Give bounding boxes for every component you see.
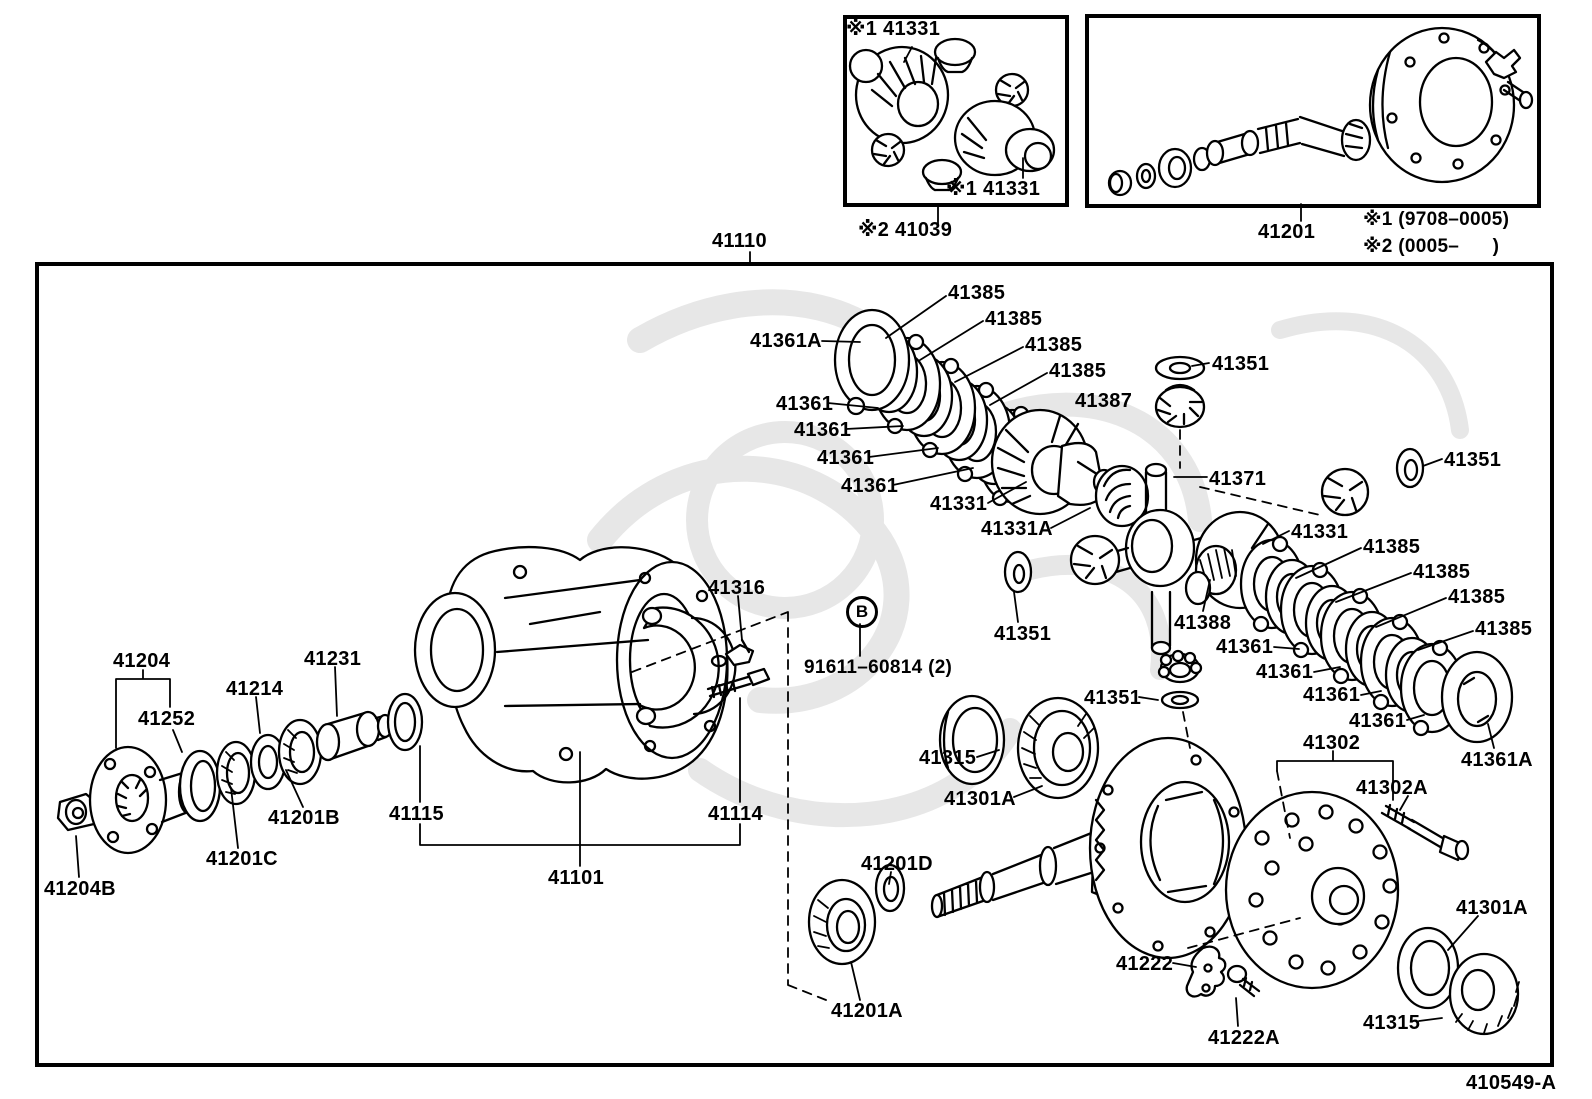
callout-41316: 41316: [708, 577, 766, 599]
callout-41110-main-assembly: 41110: [712, 230, 767, 252]
callout-41331A: 41331A: [981, 518, 1053, 540]
callout-41385: 41385: [948, 282, 1006, 304]
callout-41385: 41385: [1448, 586, 1506, 608]
inset1-label-bottom: ※1 41331: [946, 178, 1041, 200]
applicability-note-1: ※1 (9708–0005): [1363, 209, 1510, 230]
callout-41315: 41315: [919, 747, 977, 769]
callout-41361: 41361: [1216, 636, 1274, 658]
callout-41114: 41114: [708, 803, 763, 825]
callout-41361: 41361: [817, 447, 875, 469]
callout-41371: 41371: [1209, 468, 1267, 490]
callout-41351: 41351: [1212, 353, 1270, 375]
callout-41361A: 41361A: [750, 330, 822, 352]
callout-41351: 41351: [994, 623, 1052, 645]
callout-41361: 41361: [1349, 710, 1407, 732]
inset2-caption: 41201: [1258, 221, 1316, 243]
callout-41385: 41385: [1475, 618, 1533, 640]
callout-41387: 41387: [1075, 390, 1133, 412]
applicability-note-2: ※2 (0005– ): [1363, 236, 1500, 257]
callout-41201B: 41201B: [268, 807, 340, 829]
callout-41204B: 41204B: [44, 878, 116, 900]
callout-41385: 41385: [1413, 561, 1471, 583]
callout-41351: 41351: [1444, 449, 1502, 471]
callout-41302: 41302: [1303, 732, 1361, 754]
callout-41222: 41222: [1116, 953, 1174, 975]
callout-41361: 41361: [841, 475, 899, 497]
callout-41301A: 41301A: [944, 788, 1016, 810]
callout-41351: 41351: [1084, 687, 1142, 709]
callout-41361: 41361: [1303, 684, 1361, 706]
callout-41361: 41361: [794, 419, 852, 441]
callout-41231: 41231: [304, 648, 362, 670]
inset1-caption: ※2 41039: [858, 219, 953, 241]
callout-41222A: 41222A: [1208, 1027, 1280, 1049]
callout-41204: 41204: [113, 650, 171, 672]
callout-41214: 41214: [226, 678, 284, 700]
callout-41101: 41101: [548, 867, 605, 889]
callout-41201D: 41201D: [861, 853, 933, 875]
fastener-badge-B: B: [846, 596, 878, 628]
callout-fastener-number: 91611–60814 (2): [804, 657, 953, 678]
figure-code: 410549-A: [1466, 1072, 1557, 1094]
callout-41361: 41361: [1256, 661, 1314, 683]
callout-41315: 41315: [1363, 1012, 1421, 1034]
inset-box-ring-pinion: [1085, 14, 1541, 208]
callout-41361: 41361: [776, 393, 834, 415]
callout-41388: 41388: [1174, 612, 1232, 634]
callout-41331: 41331: [930, 493, 988, 515]
inset1-label-top: ※1 41331: [846, 18, 941, 40]
callout-41201C: 41201C: [206, 848, 278, 870]
callout-41301A: 41301A: [1456, 897, 1528, 919]
main-diagram-box: [35, 262, 1554, 1067]
callout-41385: 41385: [985, 308, 1043, 330]
callout-41252: 41252: [138, 708, 196, 730]
callout-41385: 41385: [1049, 360, 1107, 382]
callout-41201A: 41201A: [831, 1000, 903, 1022]
callout-41302A: 41302A: [1356, 777, 1428, 799]
callout-41361A: 41361A: [1461, 749, 1533, 771]
callout-41385: 41385: [1363, 536, 1421, 558]
callout-41331: 41331: [1291, 521, 1349, 543]
callout-41115: 41115: [389, 803, 444, 825]
callout-41385: 41385: [1025, 334, 1083, 356]
